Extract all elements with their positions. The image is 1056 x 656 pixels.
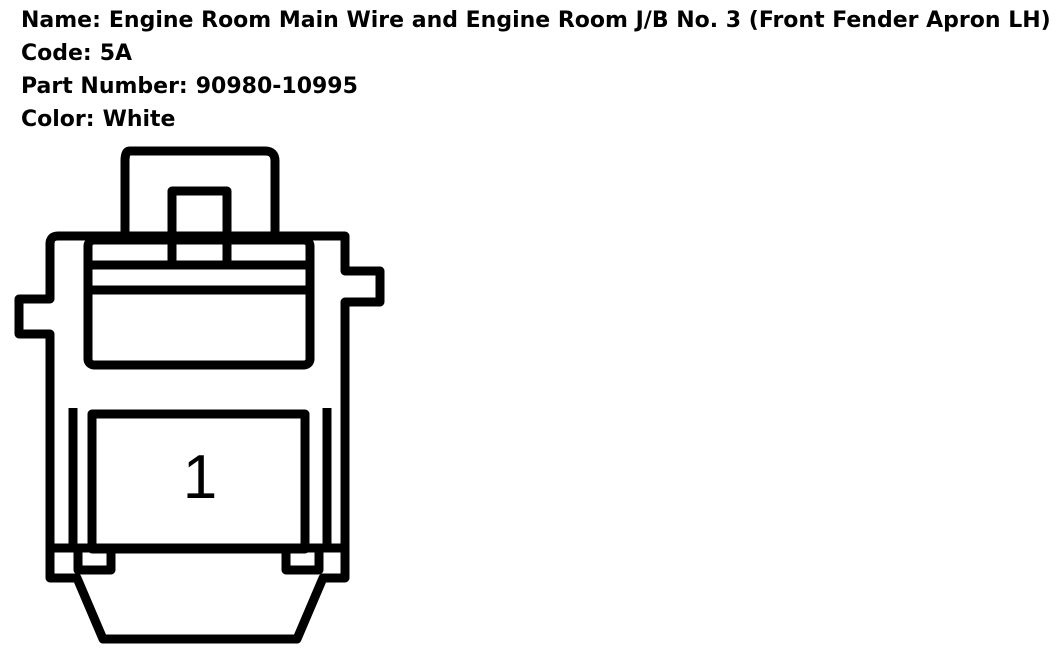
code-label: Code: xyxy=(21,41,92,66)
name-line: Name: Engine Room Main Wire and Engine Ro… xyxy=(21,4,1051,37)
left-locator-foot xyxy=(73,543,116,575)
color-label: Color: xyxy=(21,107,95,132)
pin-number-1: 1 xyxy=(183,443,217,512)
connector-info: Name: Engine Room Main Wire and Engine Ro… xyxy=(21,4,1051,136)
part-number-line: Part Number: 90980-10995 xyxy=(21,70,1051,103)
latch-opening xyxy=(83,235,315,370)
color-value: White xyxy=(102,107,176,132)
name-value: Engine Room Main Wire and Engine Room J/… xyxy=(108,8,1051,33)
right-locator-foot xyxy=(281,543,324,575)
color-line: Color: White xyxy=(21,103,1051,136)
connector-housing xyxy=(14,231,385,644)
part-number-label: Part Number: xyxy=(21,74,188,99)
name-label: Name: xyxy=(21,8,101,33)
code-line: Code: 5A xyxy=(21,37,1051,70)
code-value: 5A xyxy=(99,41,133,66)
part-number-value: 90980-10995 xyxy=(195,74,358,99)
